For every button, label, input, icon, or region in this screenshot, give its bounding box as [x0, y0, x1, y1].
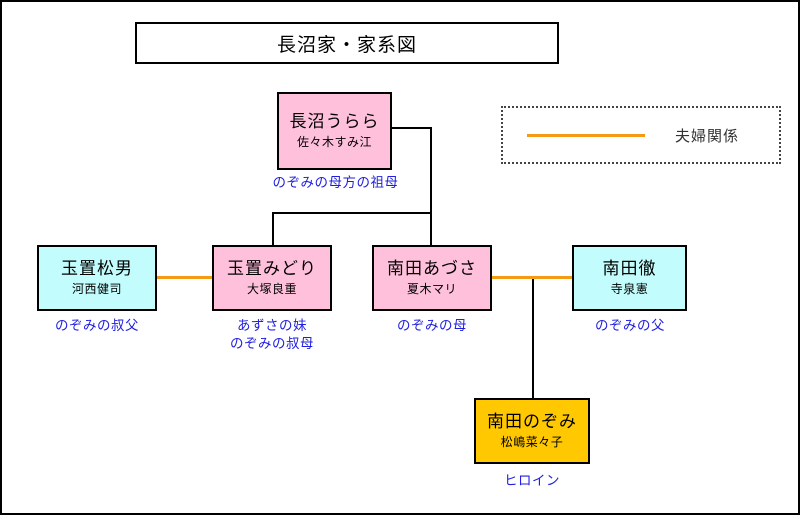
- marriage-line-mother-father: [492, 276, 572, 279]
- person-box-grandmother[interactable]: 長沼うらら 佐々木すみ江: [277, 92, 392, 170]
- connector-drop-heroine: [532, 277, 534, 399]
- legend: 夫婦関係: [501, 106, 781, 164]
- connector-drop-aunt: [272, 212, 274, 246]
- person-name: 南田徹: [602, 259, 657, 280]
- person-box-uncle[interactable]: 玉置松男 河西健司: [37, 245, 157, 311]
- person-box-father[interactable]: 南田徹 寺泉憲: [572, 245, 687, 311]
- caption-father: のぞみの父: [595, 318, 665, 334]
- connector-sibling-bar: [272, 212, 432, 214]
- person-actor: 寺泉憲: [610, 281, 649, 296]
- caption-grandmother: のぞみの母方の祖母: [272, 175, 399, 191]
- connector-grandmother-right: [392, 127, 432, 129]
- page-title: 長沼家・家系図: [135, 22, 559, 64]
- person-actor: 夏木マリ: [406, 281, 457, 296]
- caption-aunt-line2: のぞみの叔母: [230, 336, 314, 353]
- person-actor: 河西健司: [71, 281, 122, 296]
- person-box-mother[interactable]: 南田あづさ 夏木マリ: [372, 245, 492, 311]
- caption-mother: のぞみの母: [397, 318, 467, 334]
- marriage-line-icon: [527, 133, 645, 137]
- person-actor: 大塚良重: [246, 281, 297, 296]
- person-actor: 佐々木すみ江: [296, 134, 372, 149]
- person-name: 南田のぞみ: [487, 412, 577, 433]
- caption-aunt: あずさの妹 のぞみの叔母: [212, 317, 332, 353]
- person-name: 玉置松男: [61, 259, 133, 280]
- person-name: 長沼うらら: [289, 112, 380, 133]
- person-actor: 松嶋菜々子: [500, 434, 564, 449]
- connector-drop-mother: [430, 212, 432, 246]
- legend-label: 夫婦関係: [675, 126, 740, 145]
- caption-uncle: のぞみの叔父: [55, 318, 139, 334]
- person-box-aunt[interactable]: 玉置みどり 大塚良重: [212, 245, 332, 311]
- caption-aunt-line1: あずさの妹: [237, 318, 307, 334]
- person-name: 玉置みどり: [227, 259, 317, 280]
- caption-heroine: ヒロイン: [504, 473, 560, 489]
- person-name: 南田あづさ: [387, 259, 477, 280]
- person-box-heroine[interactable]: 南田のぞみ 松嶋菜々子: [474, 398, 590, 464]
- connector-grandmother-down: [430, 127, 432, 214]
- page-title-text: 長沼家・家系図: [276, 33, 417, 56]
- marriage-line-uncle-aunt: [157, 276, 212, 279]
